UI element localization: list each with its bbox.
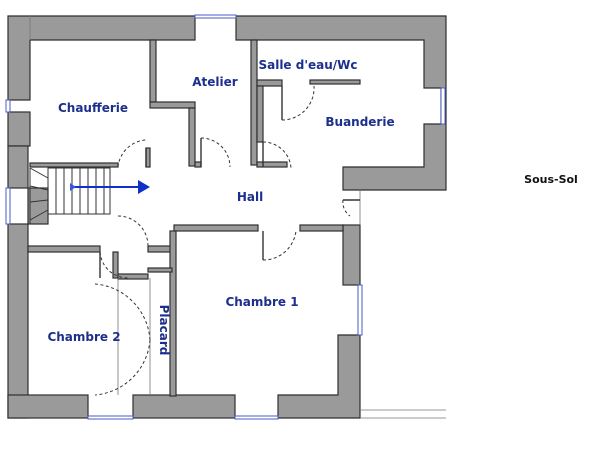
door-swing-icon	[94, 339, 151, 396]
wall-left-upper	[7, 111, 31, 147]
window-buanderie-right	[440, 87, 446, 125]
wall-bottom-middle	[132, 394, 236, 419]
partition-stair-lower	[27, 187, 49, 225]
room-labels: Chaufferie Atelier Salle d'eau/Wc Buande…	[47, 58, 394, 355]
window-right-ch1	[357, 284, 363, 336]
wall-left-middle	[7, 145, 29, 189]
door-swing-icon	[262, 230, 297, 261]
exterior-walls	[7, 15, 447, 419]
partition-ch2-corridor	[112, 251, 119, 279]
partition-ch2-top	[117, 273, 149, 280]
partition-placard-top	[147, 267, 173, 273]
room-label-placard: Placard	[157, 305, 171, 356]
partition-buanderie-bottom	[256, 161, 288, 168]
doors	[94, 85, 360, 396]
wall-top-right	[235, 15, 447, 191]
wall-bottom-right	[277, 334, 361, 419]
wall-top-left	[7, 15, 196, 101]
stair-icon	[29, 167, 111, 224]
wall-right-middle	[342, 224, 361, 286]
room-label-hall: Hall	[237, 190, 263, 204]
partition-chaufferie-return	[188, 107, 196, 167]
partition-hall-bottom-far	[299, 224, 344, 232]
room-label-chambre2: Chambre 2	[47, 330, 120, 344]
door-swing-icon	[117, 139, 147, 168]
wall-left-lower	[7, 223, 29, 419]
door-swing-icon	[117, 215, 149, 247]
room-label-atelier: Atelier	[192, 75, 238, 89]
wall-bottom-left	[7, 394, 89, 419]
window-left-chaufferie	[5, 99, 11, 113]
partition-sde-bottom	[256, 79, 283, 87]
partition-chaufferie-bottom	[29, 162, 119, 168]
room-label-chaufferie: Chaufferie	[58, 101, 128, 115]
partition-atelier-bottom	[194, 161, 202, 168]
window-top-chaufferie	[194, 14, 237, 19]
window-bottom-ch1	[234, 415, 279, 420]
door-swing-icon	[342, 199, 351, 217]
room-label-chambre1: Chambre 1	[225, 295, 298, 309]
door-swing-icon	[281, 85, 315, 121]
partition-atelier-sde	[250, 39, 258, 166]
partition-hall-bottom-left	[27, 245, 101, 253]
partition-sde-mid	[309, 79, 361, 85]
room-label-buanderie: Buanderie	[325, 115, 394, 129]
partition-chaufferie-atelier-low	[149, 101, 196, 109]
door-swing-icon	[200, 137, 231, 168]
thin-lines	[29, 16, 446, 419]
windows	[5, 14, 446, 420]
window-left-stair	[5, 187, 11, 225]
room-label-salle-eau: Salle d'eau/Wc	[258, 58, 357, 72]
interior-partitions	[27, 39, 361, 397]
direction-arrow-icon	[70, 180, 150, 194]
partition-buanderie-left	[256, 85, 264, 143]
partition-chambre1-left	[169, 230, 177, 397]
partition-chaufferie-atelier	[149, 39, 157, 103]
level-label: Sous-Sol	[524, 173, 578, 186]
window-bottom-ch2	[87, 415, 134, 420]
partition-hall-bottom-right	[173, 224, 259, 232]
